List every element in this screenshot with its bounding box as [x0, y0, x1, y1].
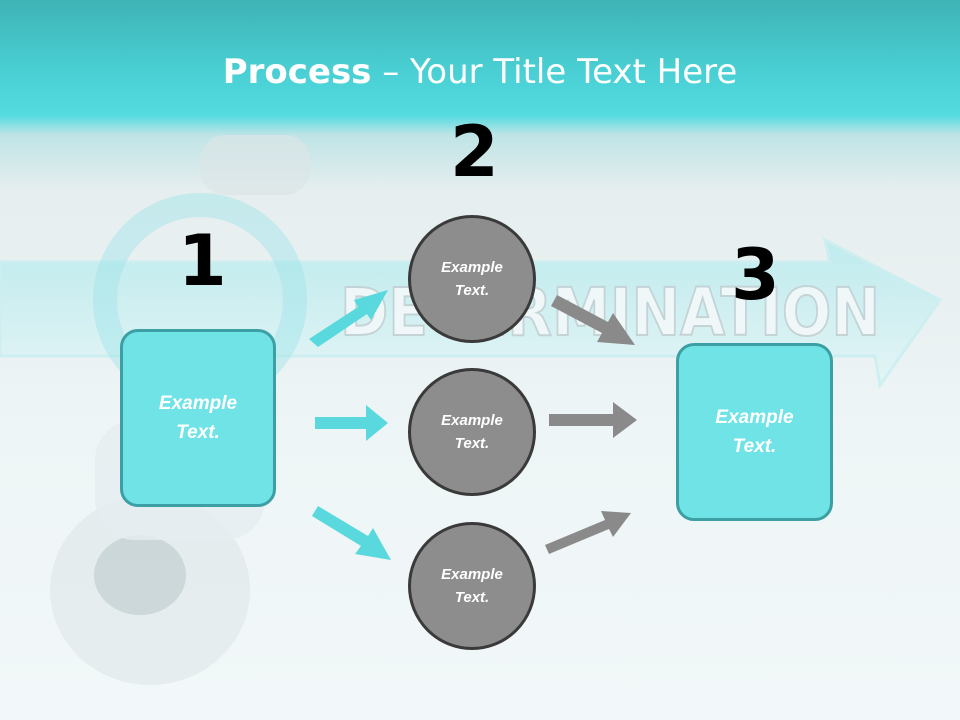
step-1-box-line2: Text.	[176, 422, 220, 443]
arrow-circle-2-to-3	[549, 402, 637, 438]
step-3-box-line2: Text.	[732, 436, 777, 457]
grey-arrows	[545, 295, 637, 554]
circle-1-line1: Example	[441, 259, 503, 276]
background-letter-block	[200, 135, 310, 195]
circle-1-line2: Text.	[454, 282, 490, 299]
page-title: Process – Your Title Text Here	[0, 52, 960, 92]
step-2-circle-1: Example Text.	[408, 215, 536, 343]
title-rest: – Your Title Text Here	[371, 52, 738, 92]
step-number-1: 1	[178, 220, 227, 302]
step-3-box: Example Text.	[676, 343, 833, 521]
step-number-3: 3	[731, 234, 780, 316]
title-bold: Process	[222, 52, 372, 92]
step-2-circle-2: Example Text.	[408, 368, 536, 496]
step-1-box: Example Text.	[120, 329, 276, 507]
circle-3-line1: Example	[441, 566, 503, 583]
arrow-1-to-circle-1	[309, 290, 388, 347]
step-number-2: 2	[450, 111, 499, 193]
step-3-box-line1: Example	[715, 407, 794, 428]
teal-arrows	[309, 290, 391, 560]
arrow-circle-3-to-3	[545, 511, 631, 554]
arrow-1-to-circle-2	[315, 405, 388, 441]
step-2-circle-3: Example Text.	[408, 522, 536, 650]
circle-2-line1: Example	[441, 412, 503, 429]
arrow-1-to-circle-3	[312, 506, 391, 560]
circle-2-line2: Text.	[454, 435, 490, 452]
step-1-box-line1: Example	[158, 393, 238, 414]
arrow-circle-1-to-3	[551, 295, 635, 345]
background-letter-o-hole	[94, 535, 186, 615]
circle-3-line2: Text.	[454, 589, 490, 606]
